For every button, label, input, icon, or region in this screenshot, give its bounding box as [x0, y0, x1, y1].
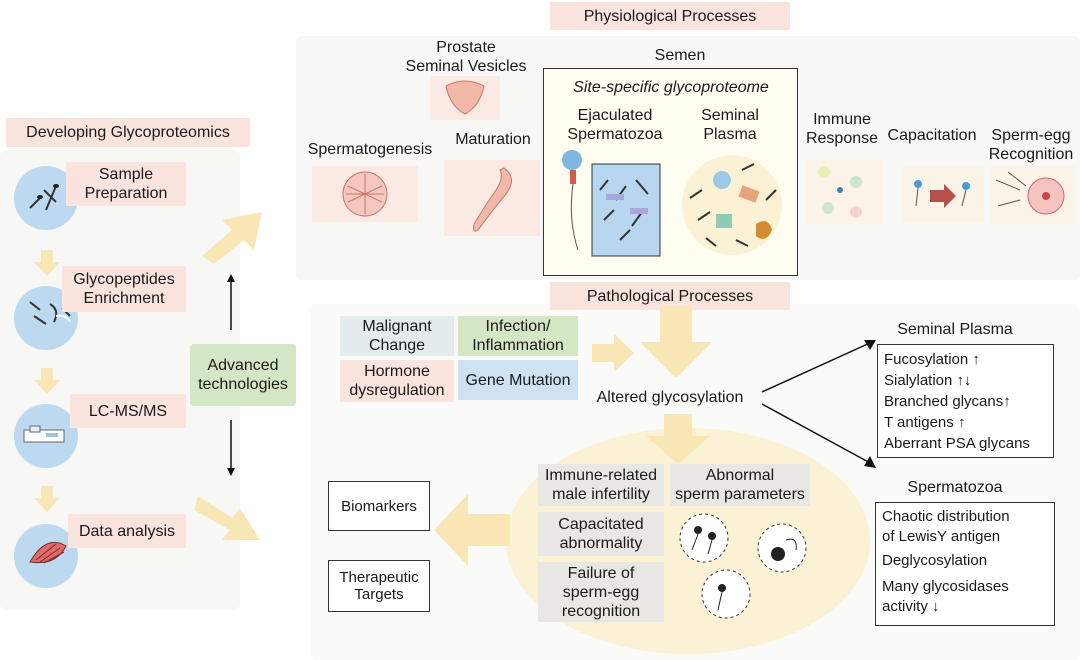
step-sample-preparation: Sample Preparation: [66, 162, 186, 206]
arrow-to-spermatozoa: [761, 403, 876, 468]
plasma-item: Fucosylation ↑: [884, 351, 980, 368]
cause-malignant-change: Malignant Change: [340, 316, 454, 356]
sperm-egg-icon: [990, 166, 1076, 224]
biomarkers-label: Biomarkers: [341, 497, 417, 515]
label-prostate: Prostate Seminal Vesicles: [405, 39, 527, 75]
sperm-icon: [29, 184, 59, 211]
physiological-title: Physiological Processes: [550, 2, 790, 30]
site-specific-glycoproteome: Site-specific glycoproteome: [573, 79, 769, 96]
spermatozoa-item: Many glycosidases activity ↓: [882, 578, 1009, 615]
altered-glycosylation: Altered glycosylation: [596, 389, 744, 406]
data-icon: [29, 542, 67, 564]
capacitation-icon: [902, 166, 984, 222]
label-maturation: Maturation: [455, 131, 531, 148]
label-sperm-egg-recognition: Sperm-egg Recognition: [988, 127, 1074, 163]
arrow-to-pathological: [194, 496, 260, 540]
plasma-item: T antigens ↑: [884, 414, 966, 431]
arrow-patho-down: [640, 306, 712, 378]
spermatogenesis-icon: [312, 166, 418, 222]
peptide-icon: [29, 301, 71, 325]
down-arrow-1: [34, 250, 60, 276]
outcome-immune-infertility: Immune-related male infertility: [538, 464, 664, 506]
plasma-item: Aberrant PSA glycans: [884, 435, 1030, 452]
cause-hormone-dysregulation: Hormone dysregulation: [340, 360, 454, 402]
step-data-analysis: Data analysis: [68, 514, 186, 548]
biomarkers-box: Biomarkers: [328, 481, 430, 531]
seminal-plasma-title: Seminal Plasma: [897, 321, 1013, 338]
plasma-item: Sialylation ↑↓: [884, 372, 972, 389]
immune-icon: [806, 160, 882, 224]
plasma-item: Branched glycans↑: [884, 393, 1011, 410]
outcome-capacitated-abnormality: Capacitated abnormality: [538, 512, 664, 556]
label-ejaculated-spermatozoa: Ejaculated Spermatozoa: [567, 107, 663, 143]
prostate-icon: [430, 76, 500, 120]
label-seminal-plasma: Seminal Plasma: [701, 107, 759, 143]
therapeutic-targets-box: Therapeutic Targets: [328, 560, 430, 612]
arrow-to-physiological: [202, 212, 262, 264]
cause-infection-inflammation: Infection/ Inflammation: [458, 316, 578, 356]
arrow-to-ellipse: [646, 414, 710, 464]
label-capacitation: Capacitation: [887, 127, 977, 144]
sperm-glycan-icon: [562, 150, 661, 257]
step-lcms: LC-MS/MS: [70, 394, 186, 428]
label-spermatogenesis: Spermatogenesis: [307, 141, 433, 158]
therapeutic-targets-label: Therapeutic Targets: [339, 569, 419, 603]
arrow-causes-to-altered: [592, 334, 634, 372]
instrument-icon: [23, 425, 65, 443]
outcome-sperm-egg-failure: Failure of sperm-egg recognition: [538, 562, 664, 622]
spermatozoa-item: Deglycosylation: [882, 552, 988, 569]
developing-glycoproteomics-title: Developing Glycoproteomics: [6, 118, 250, 147]
step-glycopeptides-enrichment: Glycopeptides Enrichment: [62, 266, 186, 312]
up-arrow-thin: [227, 274, 235, 330]
pathological-title: Pathological Processes: [550, 282, 790, 310]
outcome-abnormal-sperm: Abnormal sperm parameters: [670, 464, 810, 506]
label-immune-response: Immune Response: [805, 111, 879, 147]
label-semen: Semen: [654, 47, 706, 64]
spermatozoa-item: Chaotic distribution of LewisY antigen: [882, 508, 1010, 545]
spermatozoa-title: Spermatozoa: [907, 479, 1003, 496]
arrow-to-seminal-plasma: [761, 340, 876, 393]
seminal-plasma-box: Fucosylation ↑ Sialylation ↑↓ Branched g…: [877, 344, 1054, 458]
seminal-plasma-icon: [682, 155, 782, 255]
spermatozoa-box: Chaotic distribution of LewisY antigen D…: [875, 502, 1055, 626]
arrow-to-targets: [434, 494, 510, 566]
cause-gene-mutation: Gene Mutation: [458, 360, 578, 400]
advanced-technologies: Advanced technologies: [190, 344, 296, 406]
down-arrow-thin: [227, 420, 235, 476]
abnormal-sperm-icon: [679, 513, 807, 619]
down-arrow-2: [34, 368, 60, 394]
down-arrow-3: [34, 486, 60, 512]
epididymis-icon: [444, 160, 540, 236]
